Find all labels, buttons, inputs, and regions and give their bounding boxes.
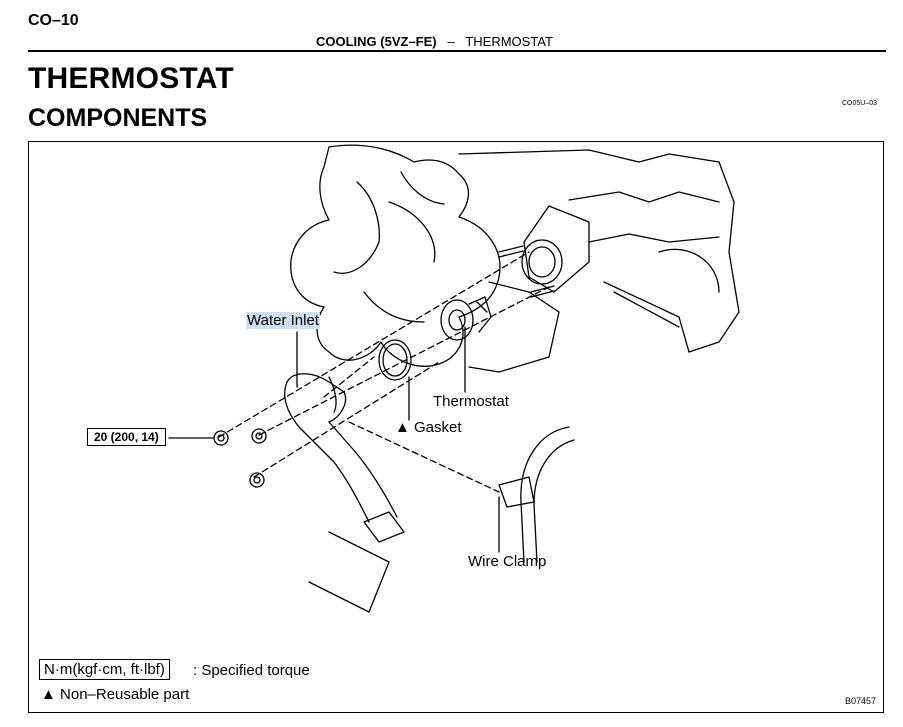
label-water-inlet: Water Inlet [246, 312, 320, 329]
exploded-diagram [168, 144, 740, 613]
document-code: CO05U–03 [842, 100, 878, 107]
header-rule [28, 50, 886, 52]
components-figure: Water Inlet Thermostat ▲ Gasket Wire Cla… [28, 141, 884, 713]
water-inlet-part [284, 331, 405, 613]
thermostat-part [440, 296, 492, 393]
page-subtitle: COMPONENTS [28, 104, 208, 132]
torque-spec-box: 20 (200, 14) [87, 428, 166, 446]
wire-clamp-part [498, 426, 575, 563]
gasket-part [378, 339, 412, 421]
section-title-bold: COOLING (5VZ–FE) [316, 34, 437, 49]
section-separator: – [447, 34, 455, 49]
page-title: THERMOSTAT [28, 62, 234, 95]
section-title: COOLING (5VZ–FE) – THERMOSTAT [316, 34, 553, 49]
nuts [168, 428, 267, 488]
label-wire-clamp: Wire Clamp [468, 553, 547, 570]
legend-torque-unit-box: N·m(kgf·cm, ft·lbf) [39, 659, 170, 680]
legend-torque-text: : Specified torque [193, 662, 310, 679]
label-thermostat: Thermostat [433, 393, 509, 410]
page-number: CO–10 [28, 12, 79, 29]
figure-code: B07457 [845, 696, 877, 706]
label-gasket: ▲ Gasket [395, 419, 462, 436]
legend-non-reusable: ▲ Non–Reusable part [41, 686, 190, 703]
section-subtitle: THERMOSTAT [465, 34, 553, 49]
fan-outline [290, 144, 501, 367]
water-outlet [498, 239, 563, 298]
engine-block [458, 149, 740, 373]
assembly-lines [218, 251, 550, 493]
